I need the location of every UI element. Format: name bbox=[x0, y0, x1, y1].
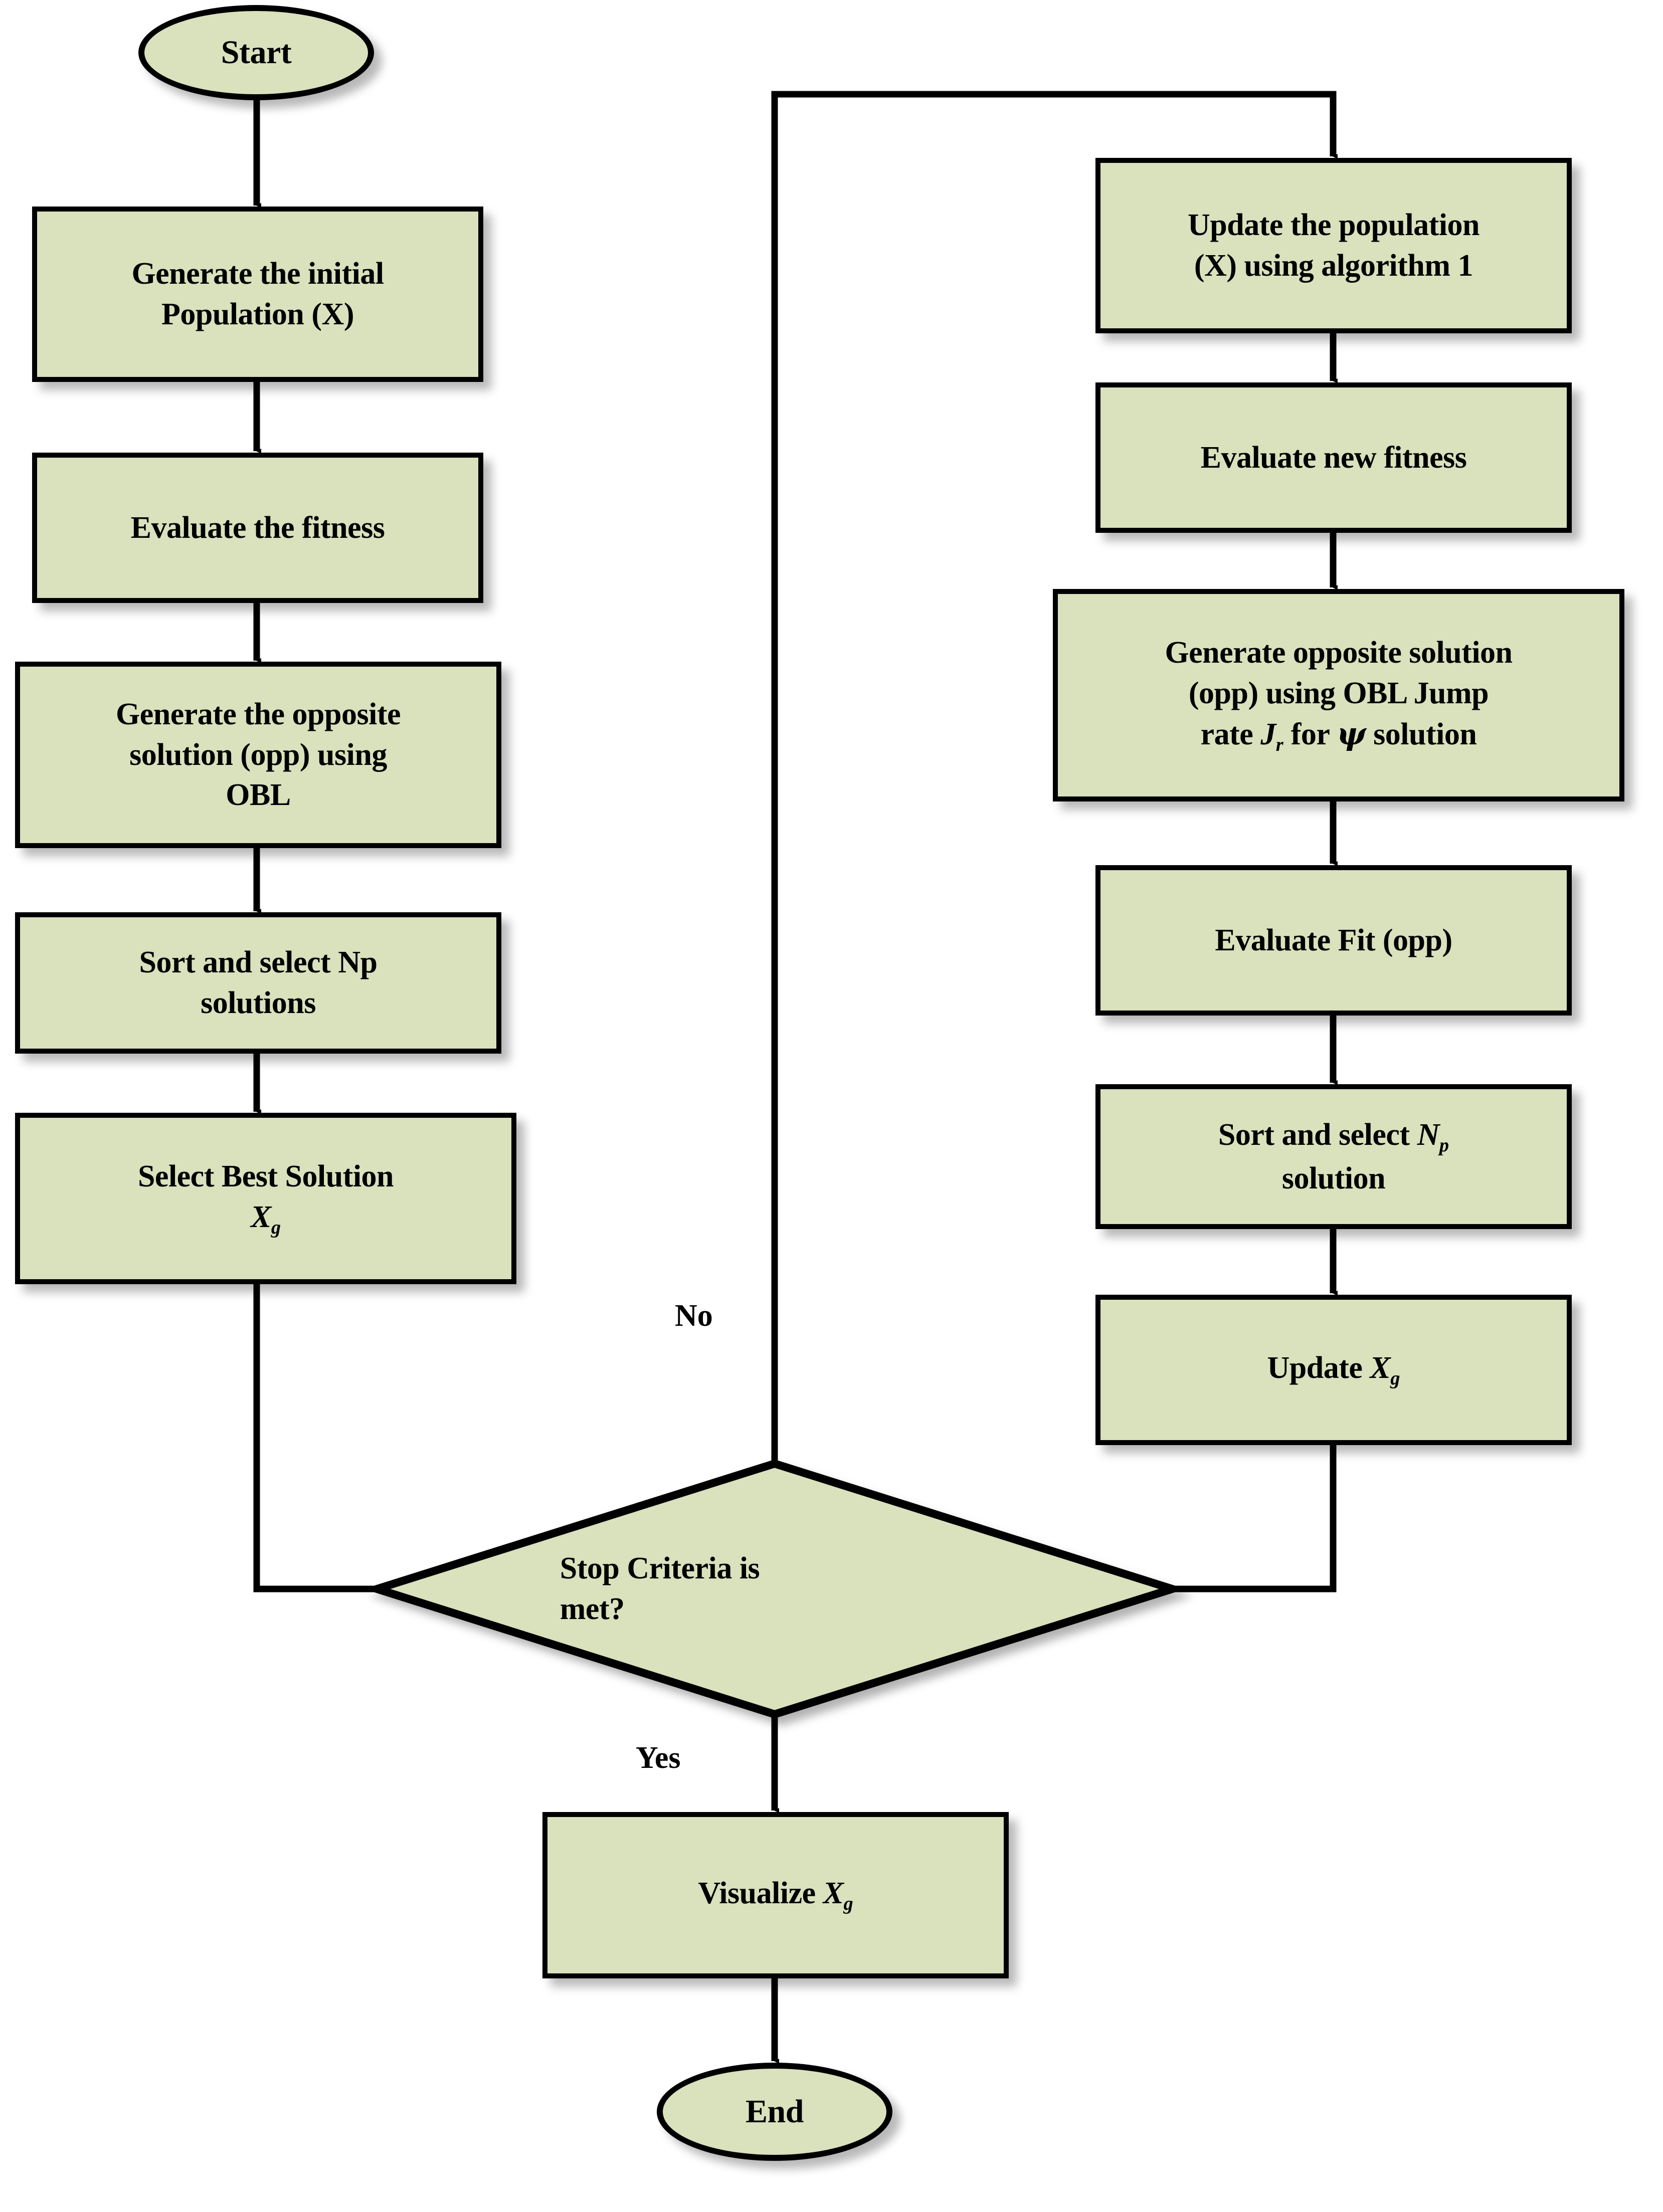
edge-select-best-solution-to-stop-criteria bbox=[253, 1283, 382, 1592]
node-evaluate-fit-opp[interactable]: Evaluate Fit (opp) bbox=[1095, 865, 1572, 1016]
node-generate-opposite-jump[interactable]: Generate opposite solution (opp) using O… bbox=[1053, 589, 1624, 801]
node-sort-select-np-right-line2: solution bbox=[1281, 1161, 1386, 1195]
node-evaluate-fitness[interactable]: Evaluate the fitness bbox=[32, 453, 483, 603]
jump-rate-subscript: r bbox=[1275, 734, 1283, 755]
node-generate-opposite-obl[interactable]: Generate the opposite solution (opp) usi… bbox=[15, 662, 501, 848]
update-xg-subscript: g bbox=[1390, 1368, 1400, 1389]
node-generate-initial-population-line2: Population (X) bbox=[161, 297, 354, 331]
edge-label-yes: Yes bbox=[636, 1741, 681, 1775]
node-stop-criteria-text: Stop Criteria is met? bbox=[560, 1548, 1021, 1629]
node-generate-opposite-jump-line2: (opp) using OBL Jump bbox=[1188, 676, 1489, 710]
node-update-population-line2: (X) using algorithm 1 bbox=[1194, 249, 1473, 283]
jump-rate-symbol: J bbox=[1260, 717, 1276, 751]
node-visualize-xg[interactable]: Visualize Xg bbox=[542, 1812, 1009, 1978]
node-sort-select-np-line2: solutions bbox=[201, 986, 316, 1020]
sort-right-np-subscript: p bbox=[1439, 1134, 1449, 1156]
edge-update-xg-to-stop-criteria bbox=[1172, 1444, 1337, 1592]
node-generate-opposite-obl-line3: OBL bbox=[226, 778, 291, 813]
node-generate-opposite-obl-line2: solution (opp) using bbox=[129, 737, 387, 772]
node-update-xg[interactable]: Update Xg bbox=[1095, 1295, 1572, 1445]
update-xg-pre: Update bbox=[1267, 1351, 1370, 1385]
node-update-population[interactable]: Update the population (X) using algorith… bbox=[1095, 158, 1572, 333]
jump-line3-pre: rate bbox=[1200, 717, 1261, 751]
node-visualize-xg-content: Visualize Xg bbox=[698, 1873, 853, 1917]
node-generate-initial-population[interactable]: Generate the initial Population (X) bbox=[32, 207, 483, 382]
node-sort-select-np[interactable]: Sort and select Np solutions bbox=[15, 912, 501, 1054]
node-end-label: End bbox=[746, 2093, 804, 2130]
edge-label-no: No bbox=[675, 1299, 713, 1333]
node-generate-opposite-obl-line1: Generate the opposite bbox=[115, 697, 401, 732]
node-stop-criteria[interactable]: Stop Criteria is met? bbox=[377, 1464, 1172, 1714]
node-sort-select-np-right-line1: Sort and select Np bbox=[1218, 1115, 1449, 1158]
node-start[interactable]: Start bbox=[138, 5, 374, 100]
sort-right-np-symbol: N bbox=[1417, 1117, 1440, 1152]
node-generate-opposite-jump-line3: rate Jr for ψ solution bbox=[1165, 714, 1512, 758]
update-xg-symbol: X bbox=[1370, 1351, 1391, 1385]
node-stop-criteria-line1: Stop Criteria is bbox=[560, 1551, 760, 1586]
node-generate-initial-population-line1: Generate the initial bbox=[131, 257, 384, 291]
node-sort-select-np-line1: Sort and select Np bbox=[139, 945, 378, 980]
node-select-best-solution[interactable]: Select Best Solution Xg bbox=[15, 1113, 516, 1284]
node-select-best-solution-line1: Select Best Solution bbox=[137, 1159, 394, 1194]
jump-line3-mid: for bbox=[1283, 717, 1337, 751]
node-sort-select-np-right[interactable]: Sort and select Np solution bbox=[1095, 1084, 1572, 1229]
node-evaluate-new-fitness-label: Evaluate new fitness bbox=[1200, 440, 1467, 475]
sort-right-line1-pre: Sort and select bbox=[1218, 1117, 1417, 1152]
visualize-xg-pre: Visualize bbox=[698, 1876, 823, 1911]
node-stop-criteria-line2: met? bbox=[560, 1592, 625, 1626]
node-evaluate-fit-opp-label: Evaluate Fit (opp) bbox=[1215, 923, 1452, 957]
node-update-population-line1: Update the population bbox=[1187, 208, 1480, 243]
psi-symbol: ψ bbox=[1337, 715, 1366, 752]
visualize-xg-symbol: X bbox=[823, 1876, 844, 1911]
node-select-best-solution-var: Xg bbox=[138, 1197, 394, 1241]
node-generate-opposite-jump-line1: Generate opposite solution bbox=[1165, 636, 1513, 670]
node-update-xg-content: Update Xg bbox=[1267, 1348, 1400, 1391]
node-evaluate-new-fitness[interactable]: Evaluate new fitness bbox=[1095, 382, 1572, 533]
jump-line3-post: solution bbox=[1366, 717, 1477, 751]
select-best-solution-symbol: X bbox=[250, 1199, 271, 1234]
select-best-solution-subscript: g bbox=[271, 1217, 281, 1238]
node-evaluate-fitness-label: Evaluate the fitness bbox=[130, 510, 385, 545]
visualize-xg-subscript: g bbox=[843, 1893, 853, 1915]
node-start-label: Start bbox=[221, 34, 292, 71]
node-end[interactable]: End bbox=[657, 2063, 892, 2161]
